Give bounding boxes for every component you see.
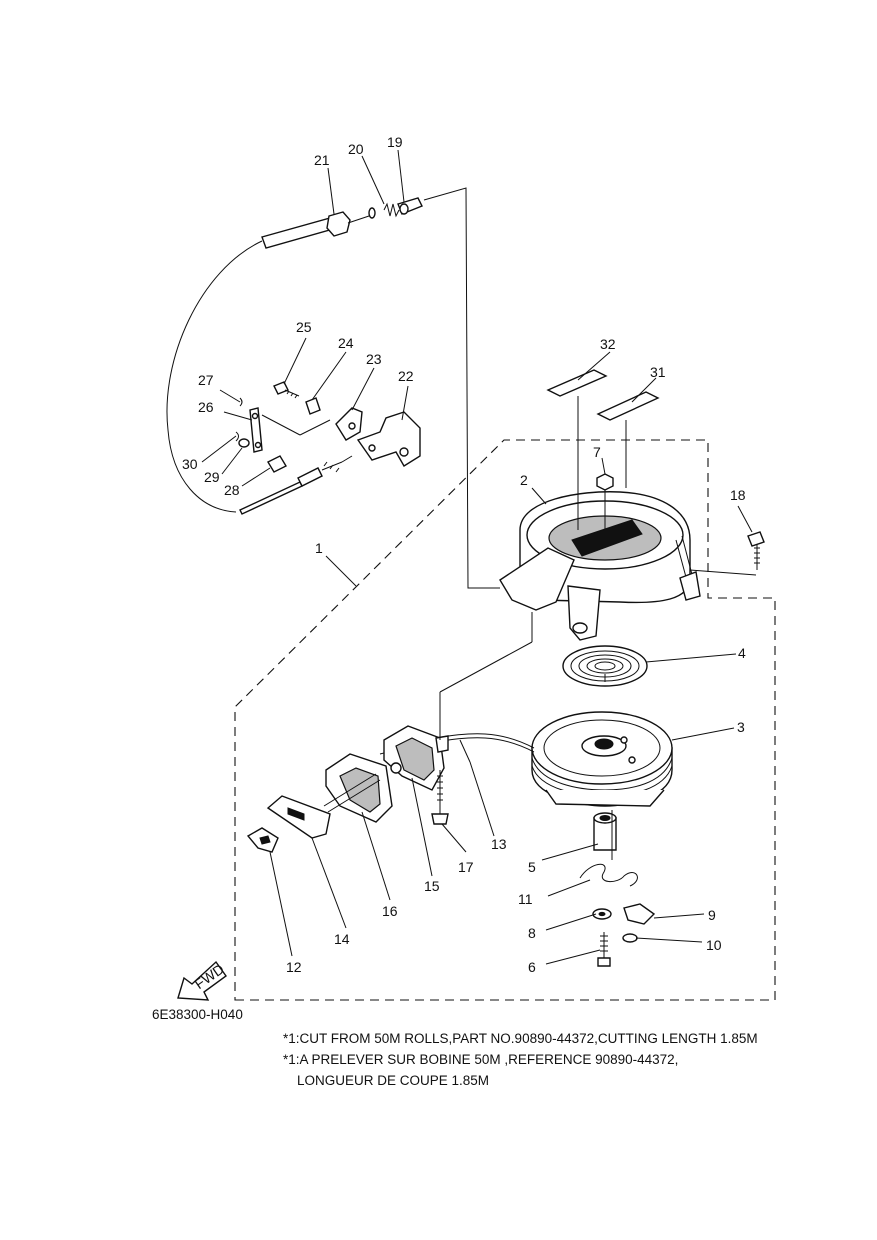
callout-7: 7 [593,444,601,460]
cable-end-fitting [297,467,323,487]
starter-case-2 [499,491,701,641]
leader-guide-to-case [439,641,533,693]
callout-12: 12 [286,959,302,975]
nut-7 [596,473,614,491]
bolt-6 [597,932,611,967]
rope-stopper-hole [259,835,271,845]
bolt-18 [747,531,765,570]
label-sticker-32 [546,369,608,397]
callout-1: 1 [315,540,323,556]
clip-27 [239,397,243,407]
bolt-25 [273,381,289,395]
footnote-english: *1:CUT FROM 50M ROLLS,PART NO.90890-4437… [283,1031,758,1046]
callout-31: 31 [650,364,666,380]
link-rod [261,414,301,436]
clip-10 [622,933,638,943]
cable-route-line [423,187,500,589]
choke-cable-group [166,197,423,515]
starter-rope-2 [435,737,535,753]
callout-6: 6 [528,959,536,975]
link-plate-hole-top [251,412,259,420]
handle-grip-16 [325,753,393,823]
link-plate-hole-bottom [254,441,262,449]
callout-15: 15 [424,878,440,894]
cable-washer [368,207,376,219]
callout-23: 23 [366,351,382,367]
diagram-code: 6E38300-H040 [152,1007,243,1022]
collar-24 [305,397,321,415]
cable-spring [383,202,400,218]
callout-10: 10 [706,937,722,953]
washer-29 [238,438,250,448]
callout-22: 22 [398,368,414,384]
bracket-22 [356,411,421,467]
callout-25: 25 [296,319,312,335]
callout-9: 9 [708,907,716,923]
callout-26: 26 [198,399,214,415]
callout-4: 4 [738,645,746,661]
leader-18-to-case [689,569,757,576]
cable-end-pin [341,455,353,463]
callout-21: 21 [314,152,330,168]
callout-5: 5 [528,859,536,875]
bolt-25-thread [284,389,300,399]
bolt-17 [431,770,449,825]
cable-loop [166,240,263,513]
label-sticker-31 [596,391,660,421]
assembly-boundary-outline [234,439,776,1001]
callout-13: 13 [491,836,507,852]
callout-29: 29 [204,469,220,485]
pawl-9 [623,903,656,925]
cable-end-thread [321,461,343,473]
callout-16: 16 [382,903,398,919]
cable-core-wire [347,214,373,224]
lever-pivot [348,422,356,430]
callout-8: 8 [528,925,536,941]
cable-joint-end [399,203,409,215]
fwd-arrow: FWD [177,961,227,1001]
callout-11: 11 [518,891,533,907]
washer-8-hole [598,911,606,917]
callout-30: 30 [182,456,198,472]
callout-24: 24 [338,335,354,351]
callout-14: 14 [334,931,350,947]
callout-3: 3 [737,719,745,735]
inner-cable-28 [239,481,303,515]
callout-20: 20 [348,141,364,157]
link-rod-2 [299,419,331,436]
link-plate [249,407,263,453]
bracket-hole [399,447,409,457]
bracket-hole-2 [368,444,376,452]
cable-nut [326,211,351,237]
rope-guide-15 [383,725,449,791]
reel-pulley-3 [531,711,673,807]
callout-28: 28 [224,482,240,498]
bushing-5 [593,812,617,851]
callout-2: 2 [520,472,528,488]
footnote-french: *1:A PRELEVER SUR BOBINE 50M ,REFERENCE … [283,1052,679,1067]
callout-32: 32 [600,336,616,352]
callout-18: 18 [730,487,746,503]
footnotes: *1:CUT FROM 50M ROLLS,PART NO.90890-4437… [283,1028,758,1091]
callout-leaders [201,149,753,965]
cable-outer-sheath [261,217,334,249]
screw-28 [267,455,287,473]
callout-27: 27 [198,372,214,388]
spring-clip-11 [579,863,638,887]
footnote-french-continued: LONGUEUR DE COUPE 1.85M [297,1073,490,1088]
handle-14 [266,773,381,839]
callout-19: 19 [387,134,403,150]
callout-numbers: 1 2 3 4 5 6 7 8 9 10 11 12 13 14 15 16 1… [182,134,746,975]
spiral-spring-4 [562,645,648,687]
clip-30 [235,431,239,442]
callout-17: 17 [458,859,474,875]
